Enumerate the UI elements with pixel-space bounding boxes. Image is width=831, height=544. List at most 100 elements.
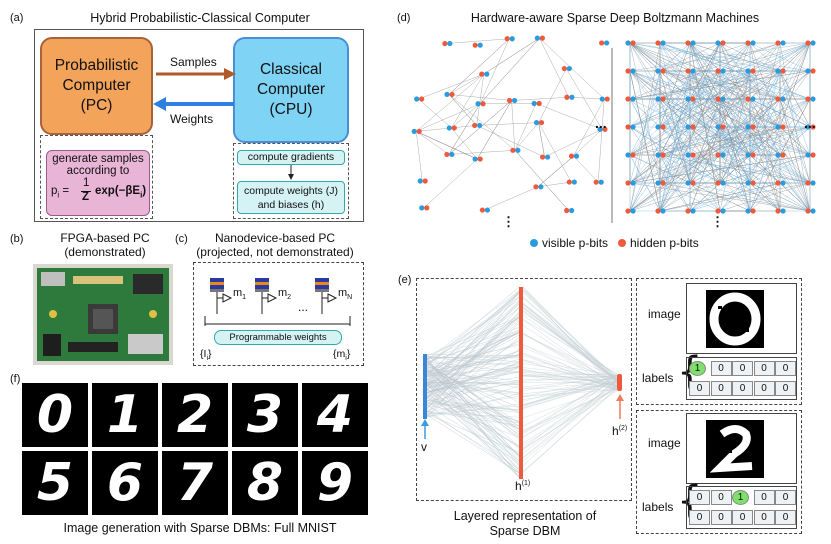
p-bit-node	[805, 124, 811, 130]
layer-edge	[522, 306, 618, 382]
graph-right-ellipsis: ...	[804, 115, 816, 131]
label-cell: 0	[710, 490, 732, 505]
p-bit-node	[534, 35, 540, 41]
m1-label: m1	[233, 287, 247, 302]
graph-left-vdots: ⋮	[502, 214, 515, 229]
graph-edge	[538, 68, 567, 123]
graph-edge	[451, 103, 481, 129]
p-bit-node	[564, 207, 570, 214]
p-bit-node	[597, 126, 603, 132]
p-bit-node	[484, 207, 491, 213]
p-bit-node	[630, 40, 636, 46]
layer-edge	[426, 286, 520, 365]
p-bit-node	[655, 208, 661, 214]
p-bit-node	[539, 154, 546, 160]
p-bit-node	[780, 40, 786, 46]
p-bit-node	[515, 147, 521, 153]
panel-f-caption: Image generation with Sparse DBMs: Full …	[63, 521, 337, 535]
p-bit-node	[569, 94, 575, 100]
layer-edge	[426, 365, 520, 407]
formula-p: pi =	[51, 185, 70, 200]
p-bit-node	[479, 207, 486, 213]
p-bit-node	[655, 96, 661, 102]
p-bit-node	[660, 124, 666, 130]
mnist-digit-3: 3	[232, 383, 298, 447]
p-bit-node	[419, 96, 425, 102]
legend-hidden: hidden p-bits	[618, 236, 699, 250]
layer-edge	[522, 286, 618, 382]
p-bit-node	[810, 124, 816, 130]
graph-edge	[416, 131, 450, 155]
p-bit-node	[715, 208, 721, 214]
formula-exp: exp(−βEi)	[95, 185, 147, 200]
p-bit-node	[533, 184, 539, 190]
label-cell: 0	[775, 510, 796, 525]
layer-edge	[426, 292, 520, 410]
weights-label: Weights	[170, 112, 214, 126]
p-bit-node	[539, 35, 545, 41]
layer-edge	[426, 404, 520, 463]
graph-edge	[537, 181, 572, 188]
p-bit-node	[685, 96, 691, 102]
mn-label: mN	[338, 287, 353, 302]
layer-edge	[426, 368, 520, 430]
h1-bar	[519, 287, 523, 479]
p-bit-node	[685, 68, 691, 74]
p-bit-node	[715, 180, 721, 186]
layer-edge	[522, 388, 618, 391]
p-bit-node	[538, 119, 545, 126]
layer-edge	[426, 373, 520, 462]
label-cell: 0	[732, 381, 753, 396]
image-label-top: image	[648, 307, 681, 321]
layer-edge	[426, 368, 520, 408]
p-bit-node	[780, 180, 786, 186]
p-bit-node	[444, 151, 450, 158]
panel-f-tag: (f)	[10, 373, 21, 385]
pc-label-3: (PC)	[80, 97, 113, 114]
layer-edge	[426, 365, 520, 414]
layer-edge	[426, 381, 520, 402]
graph-edge	[538, 122, 545, 158]
p-bit-node	[484, 71, 490, 77]
panel-c-tag: (c)	[175, 233, 188, 245]
p-bit-node	[750, 180, 756, 186]
cpu-box: Classical Computer (CPU)	[233, 37, 349, 143]
layer-edge	[426, 366, 520, 386]
p-bit-node	[690, 40, 696, 46]
p-bit-node	[745, 208, 751, 214]
graph-right-vdots: ⋮	[711, 214, 724, 229]
p-bit-node	[419, 205, 425, 211]
p-bit-node	[805, 96, 811, 102]
graph-edge	[566, 68, 603, 130]
p-bit-node	[690, 152, 696, 158]
active-label-cell: 1	[689, 361, 706, 376]
p-bit-node	[509, 36, 515, 42]
layer-edge	[426, 299, 520, 360]
h2-bar	[617, 374, 622, 391]
p-bit-node	[630, 124, 636, 130]
p-bit-node	[424, 205, 430, 211]
layer-edge	[522, 374, 618, 406]
layer-edge	[426, 393, 520, 418]
layer-edge	[426, 340, 520, 390]
graph-edge	[629, 42, 721, 212]
p-bit-node	[715, 96, 721, 102]
p-bit-node	[745, 180, 751, 186]
mnist-digit-4: 4	[302, 383, 368, 447]
p-bit-node	[745, 96, 751, 102]
p-bit-node	[685, 124, 691, 130]
layer-edge	[426, 397, 520, 412]
layer-edge	[426, 361, 520, 460]
nanodevice-circuit	[204, 278, 351, 326]
layer-connections	[426, 286, 618, 478]
layer-edge	[522, 374, 618, 433]
p-bit-node	[630, 68, 636, 74]
image-top-frame	[686, 283, 797, 354]
layer-edge	[522, 289, 618, 379]
layer-edge	[522, 385, 618, 419]
p-bit-node	[690, 124, 696, 130]
cpu-dashed-box	[233, 143, 349, 219]
graph-edge	[659, 182, 781, 212]
label-cell: 0	[753, 361, 775, 376]
layer-edge	[426, 307, 520, 381]
